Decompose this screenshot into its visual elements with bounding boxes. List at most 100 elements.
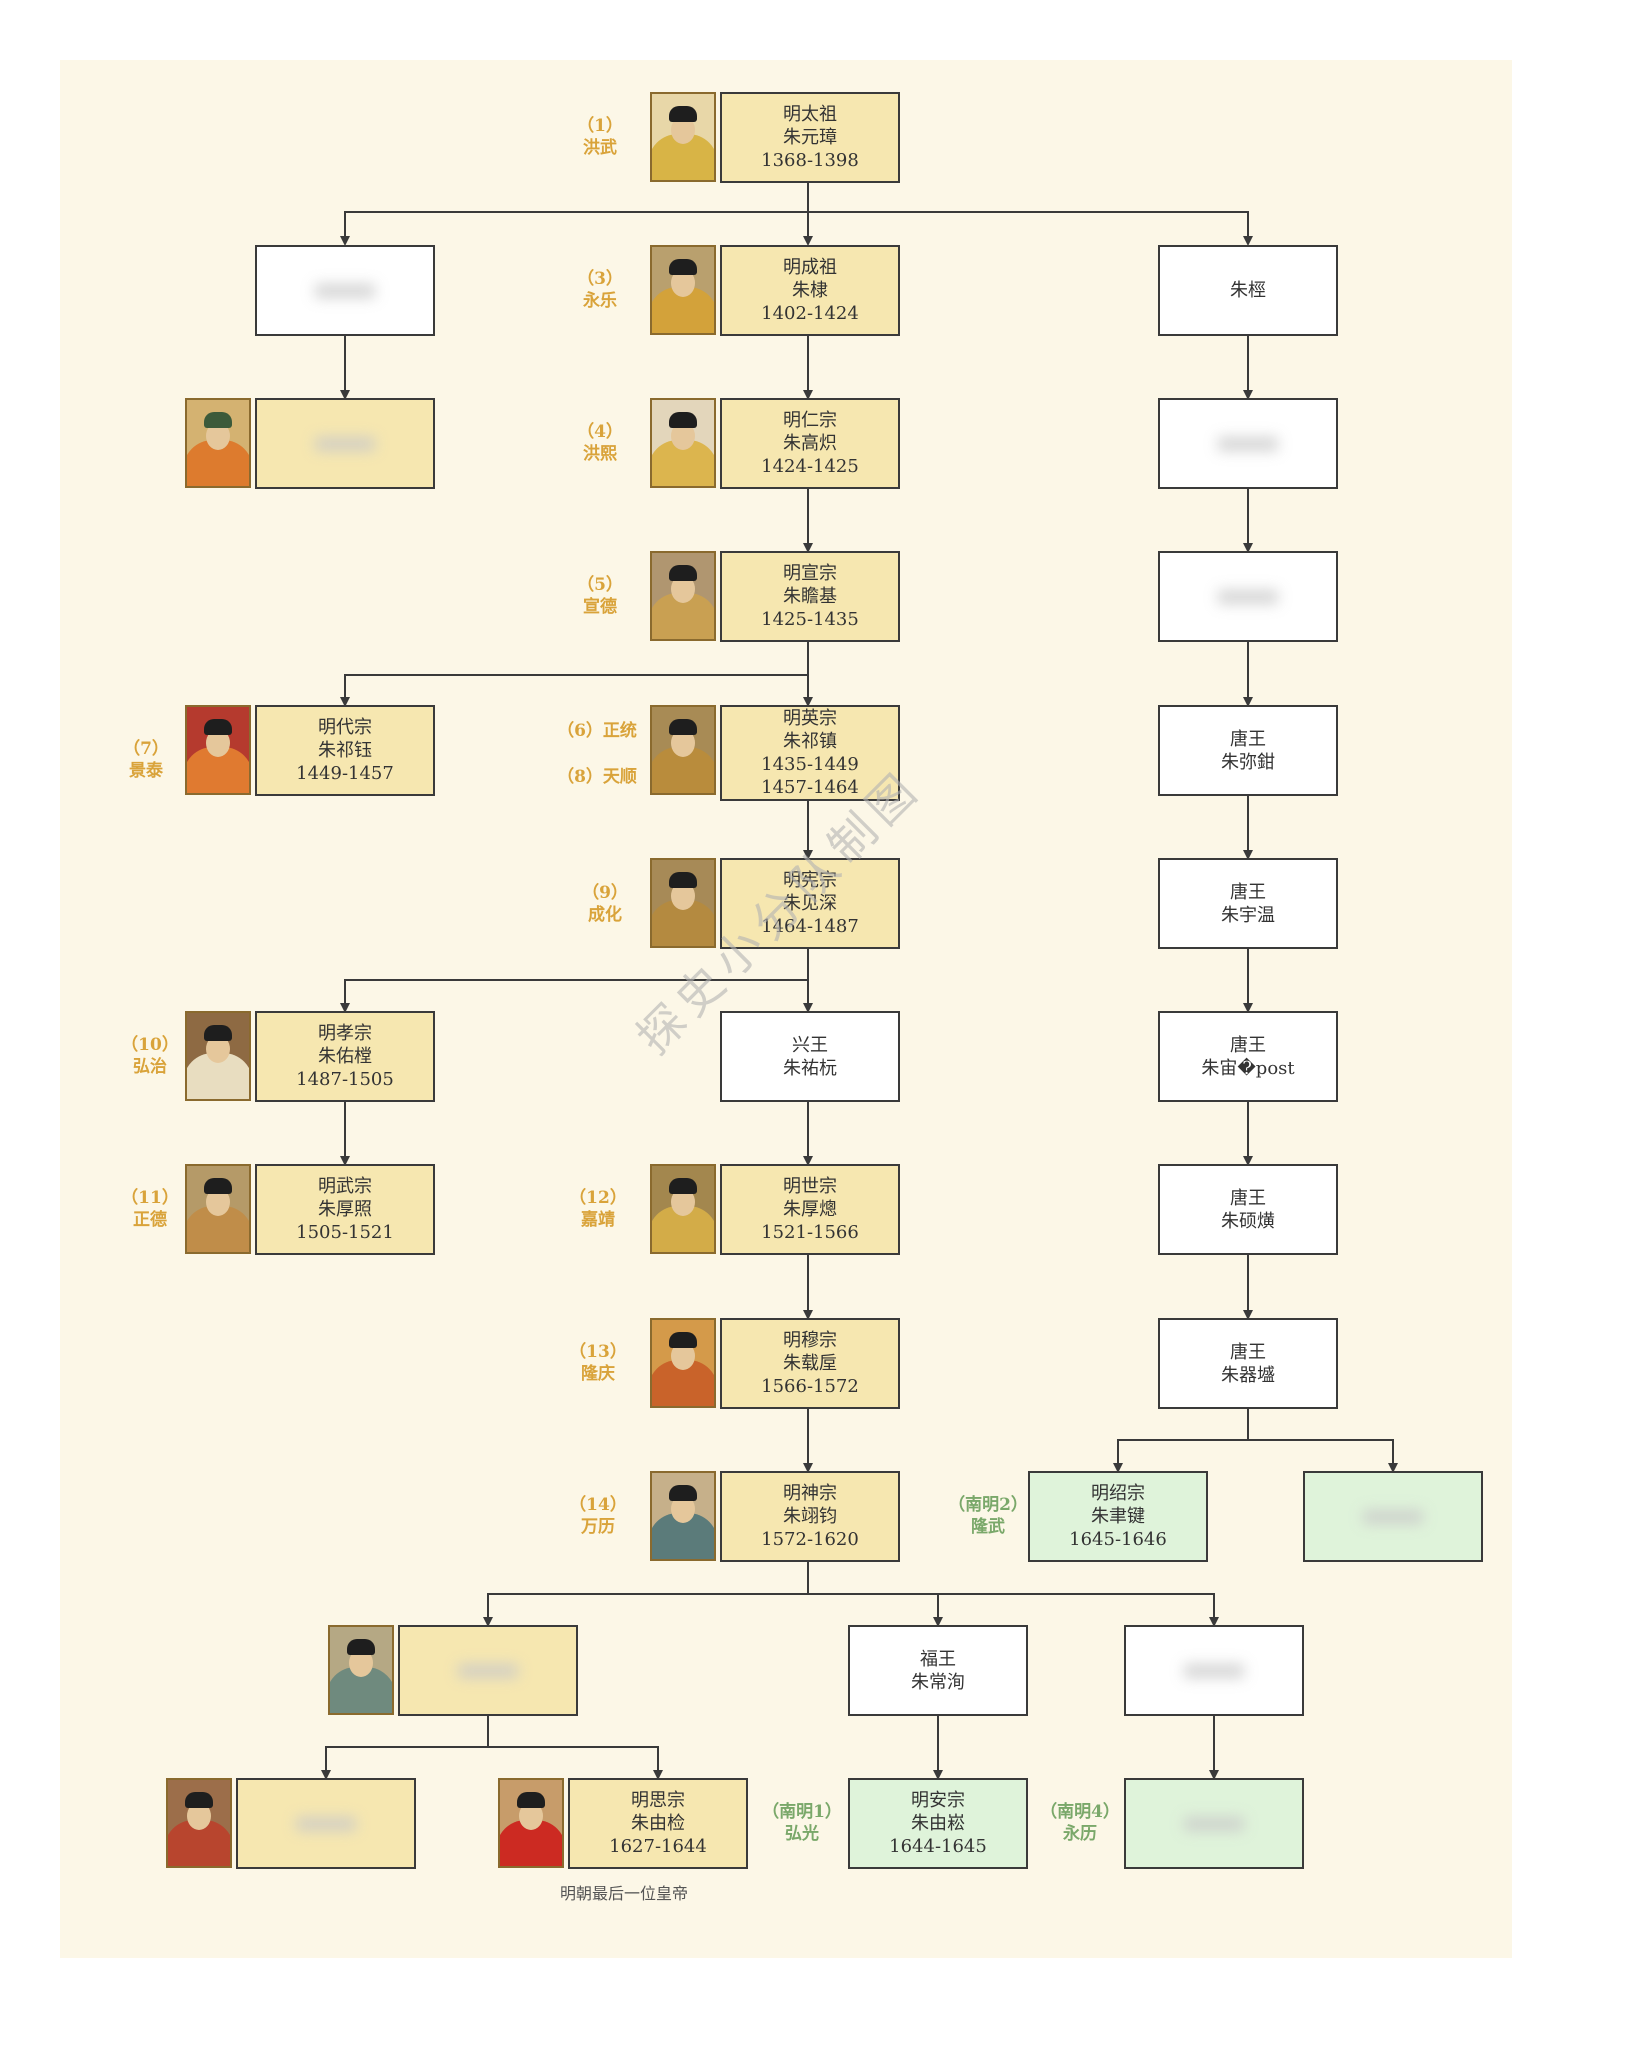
node-ming-shaozong[interactable]: 明绍宗 朱聿键 1645-1646 [1028,1471,1208,1562]
reign-number: （14） [569,1495,627,1515]
node-blurred-southern-ming[interactable] [1124,1778,1304,1869]
reign-years: 1645-1646 [1069,1529,1167,1550]
reign-name: 万历 [581,1517,615,1537]
personal-name: 朱厚熜 [783,1199,837,1220]
reign-name: 嘉靖 [581,1210,615,1230]
temple-name: 明英宗 [783,708,837,729]
reign-years: 1521-1566 [761,1222,859,1243]
reign-years: 1566-1572 [761,1376,859,1397]
personal-name: 朱由崧 [911,1813,965,1834]
temple-name: 明仁宗 [783,410,837,431]
blurred-text [458,1663,518,1678]
personal-name: 朱硕熿 [1221,1210,1275,1232]
node-tang-wang-4[interactable]: 唐王 朱硕熿 [1158,1164,1338,1255]
reign-name: 景泰 [129,761,163,781]
node-ming-wuzong[interactable]: 明武宗 朱厚照 1505-1521 [255,1164,435,1255]
node-ming-sizong[interactable]: 明思宗 朱由检 1627-1644 [568,1778,748,1869]
portrait-muzong [650,1318,716,1408]
temple-name: 明神宗 [783,1483,837,1504]
personal-name: 朱祐杬 [783,1057,837,1079]
reign-label-zhengtong: （6）正统 [552,720,642,742]
reign-label-yongle: （3） 永乐 [572,268,628,312]
reign-number: （10） [121,1035,179,1055]
temple-name: 明穆宗 [783,1330,837,1351]
reign-years: 1424-1425 [761,456,859,477]
node-blurred-prince[interactable] [1124,1625,1304,1716]
blurred-text [1184,1663,1244,1678]
reign-name: 弘治 [133,1057,167,1077]
reign-years: 1449-1457 [296,763,394,784]
node-ming-taizu[interactable]: 明太祖 朱元璋 1368-1398 [720,92,900,183]
personal-name: 朱祁钰 [318,740,372,761]
node-blurred-heir[interactable] [398,1625,578,1716]
portrait-blurred-heir [328,1625,394,1715]
node-ming-xianzong[interactable]: 明宪宗 朱见深 1464-1487 [720,858,900,949]
portrait-renzong [650,398,716,488]
node-ming-daizong[interactable]: 明代宗 朱祁钰 1449-1457 [255,705,435,796]
blurred-text [315,283,375,298]
node-ming-chengzu[interactable]: 明成祖 朱棣 1402-1424 [720,245,900,336]
node-tang-wang-3[interactable]: 唐王 朱宙�post [1158,1011,1338,1102]
portrait-blurred-emperor [166,1778,232,1868]
reign-years: 1627-1644 [609,1836,707,1857]
title: 福王 [920,1648,956,1670]
node-ming-yingzong[interactable]: 明英宗 朱祁镇 1435-1449 1457-1464 [720,705,900,801]
reign-name: 成化 [588,905,622,925]
reign-name: （6）正统 [557,721,637,741]
node-zhu-jing[interactable]: 朱桱 [1158,245,1338,336]
node-xing-wang[interactable]: 兴王 朱祐杬 [720,1011,900,1102]
temple-name: 明绍宗 [1091,1483,1145,1504]
reign-years: 1505-1521 [296,1222,394,1243]
reign-name: 隆武 [971,1517,1005,1537]
personal-name: 朱祁镇 [783,731,837,752]
node-blurred-tang-1[interactable] [1158,398,1338,489]
node-tang-wang-5[interactable]: 唐王 朱器墭 [1158,1318,1338,1409]
blurred-text [1363,1509,1423,1524]
portrait-xianzong [650,858,716,948]
reign-label-zhengde: （11） 正德 [118,1187,182,1231]
portrait-taizu [650,92,716,182]
reign-number: （7） [123,739,169,759]
personal-name: 朱元璋 [783,127,837,148]
personal-name: 朱见深 [783,893,837,914]
node-ming-shizong[interactable]: 明世宗 朱厚熜 1521-1566 [720,1164,900,1255]
reign-name: 正德 [133,1210,167,1230]
personal-name: 朱常洵 [911,1671,965,1693]
reign-number: （13） [569,1342,627,1362]
reign-label-hongzhi: （10） 弘治 [118,1034,182,1078]
reign-years: 1572-1620 [761,1529,859,1550]
node-fu-wang[interactable]: 福王 朱常洵 [848,1625,1028,1716]
temple-name: 明成祖 [783,257,837,278]
reign-label-chenghua: （9） 成化 [577,882,633,926]
node-blurred-tang-2[interactable] [1158,551,1338,642]
node-tang-wang-2[interactable]: 唐王 朱宇温 [1158,858,1338,949]
reign-number: （11） [121,1188,179,1208]
reign-number: （南明2） [948,1495,1028,1515]
node-ming-muzong[interactable]: 明穆宗 朱载垕 1566-1572 [720,1318,900,1409]
node-ming-xuanzong[interactable]: 明宣宗 朱瞻基 1425-1435 [720,551,900,642]
node-ming-renzong[interactable]: 明仁宗 朱高炽 1424-1425 [720,398,900,489]
reign-years: 1464-1487 [761,916,859,937]
personal-name: 朱桱 [1230,280,1266,301]
reign-label-tianshun: （8）天顺 [552,766,642,788]
node-ming-xiaozong[interactable]: 明孝宗 朱佑樘 1487-1505 [255,1011,435,1102]
personal-name: 朱厚照 [318,1199,372,1220]
portrait-daizong [185,705,251,795]
portrait-shenzong [650,1471,716,1561]
reign-label-hongwu: （1） 洪武 [572,115,628,159]
node-ming-shenzong[interactable]: 明神宗 朱翊钧 1572-1620 [720,1471,900,1562]
node-blurred-emperor[interactable] [236,1778,416,1869]
node-blurred-grandson[interactable] [255,398,435,489]
portrait-shizong [650,1164,716,1254]
node-blurred-son-1[interactable] [255,245,435,336]
portrait-sizong [498,1778,564,1868]
node-tang-wang-1[interactable]: 唐王 朱弥鉗 [1158,705,1338,796]
title: 兴王 [792,1034,828,1056]
portrait-wuzong [185,1164,251,1254]
node-ming-anzong[interactable]: 明安宗 朱由崧 1644-1645 [848,1778,1028,1869]
reign-label-jiajing: （12） 嘉靖 [566,1187,630,1231]
temple-name: 明代宗 [318,717,372,738]
node-blurred-southern-ming-2[interactable] [1303,1471,1483,1562]
personal-name: 朱瞻基 [783,586,837,607]
reign-name: 永乐 [583,291,617,311]
